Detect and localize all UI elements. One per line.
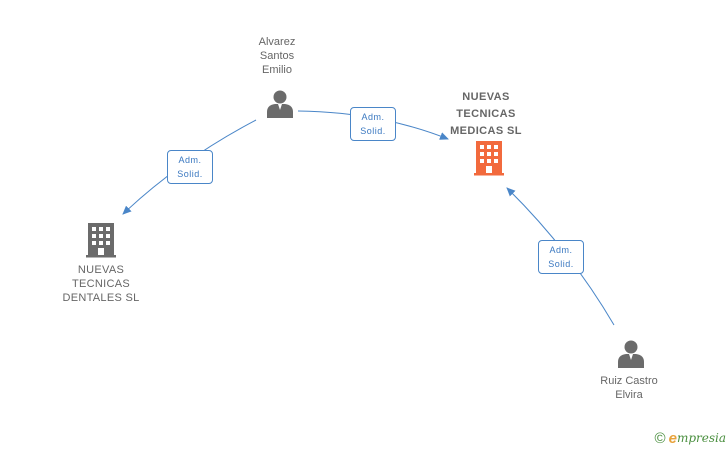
copyright-symbol: © bbox=[654, 429, 666, 447]
company-label-medicas: NUEVAS TECNICAS MEDICAS SL bbox=[450, 91, 522, 137]
person-icon[interactable] bbox=[265, 89, 295, 119]
building-icon[interactable] bbox=[84, 222, 118, 258]
person-label-ruiz: Ruiz Castro Elvira bbox=[600, 375, 658, 401]
company-label-dentales: NUEVAS TECNICAS DENTALES SL bbox=[62, 264, 140, 304]
person-label-alvarez: Alvarez Santos Emilio bbox=[258, 36, 296, 76]
edge-label-alvarez-dentales: Adm. Solid. bbox=[167, 150, 213, 184]
building-icon[interactable] bbox=[472, 140, 506, 176]
brand-logo-text: mpresia bbox=[676, 431, 726, 445]
empresia-watermark: © e mpresia bbox=[655, 428, 726, 448]
edge-label-alvarez-medicas: Adm. Solid. bbox=[350, 107, 396, 141]
edge-label-ruiz-medicas: Adm. Solid. bbox=[538, 240, 584, 274]
brand-logo-e: e bbox=[668, 429, 677, 447]
person-icon[interactable] bbox=[616, 339, 646, 369]
